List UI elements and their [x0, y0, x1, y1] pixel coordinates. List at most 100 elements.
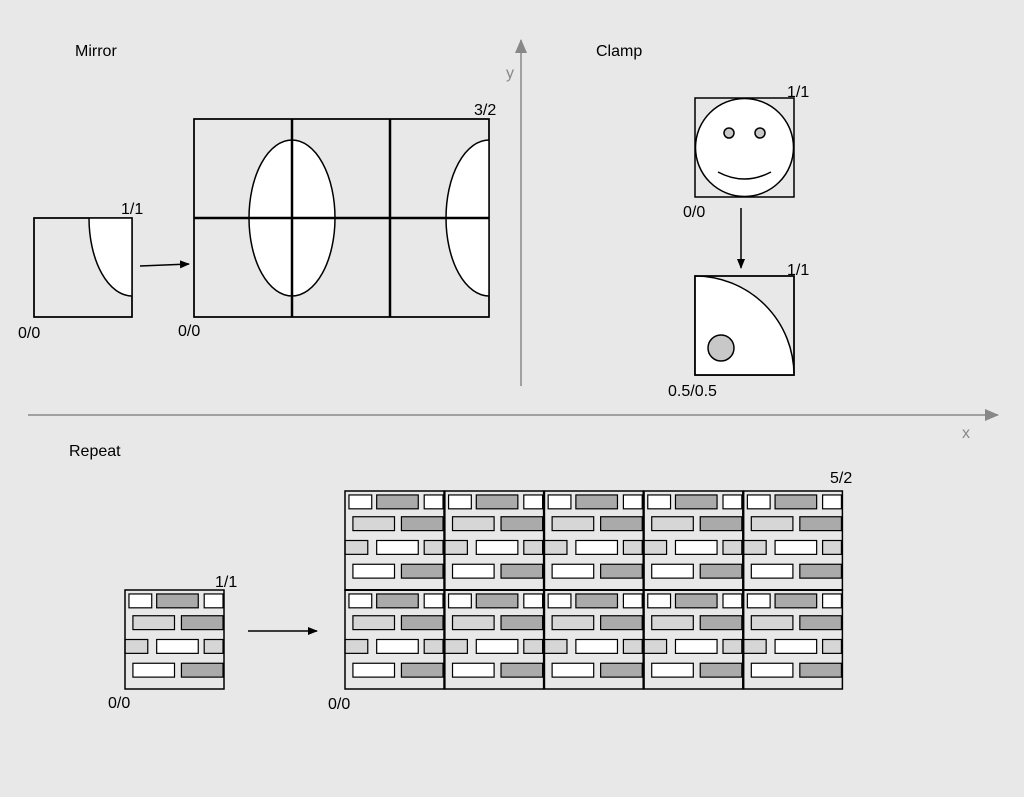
brick — [774, 593, 818, 609]
brick — [674, 494, 718, 510]
brick — [699, 662, 743, 678]
brick — [543, 638, 568, 654]
brick — [128, 593, 153, 609]
brick — [352, 563, 396, 579]
brick-tile — [643, 589, 744, 690]
brick — [500, 516, 544, 532]
brick — [376, 638, 419, 654]
mirror-source-tile — [33, 217, 133, 318]
brick-tile — [543, 589, 644, 690]
brick — [699, 516, 743, 532]
brick — [475, 593, 519, 609]
clamp-result-dot — [707, 334, 735, 362]
brick — [447, 593, 472, 609]
repeat-result-corner: 5/2 — [830, 470, 852, 487]
mirror-source-corner: 1/1 — [121, 201, 143, 218]
clamp-source-corner: 1/1 — [787, 84, 809, 101]
brick — [376, 593, 419, 609]
brick — [547, 494, 572, 510]
mirror-source-origin: 0/0 — [18, 325, 40, 342]
brick — [180, 662, 224, 678]
brick — [647, 494, 672, 510]
brick — [203, 593, 224, 609]
brick — [551, 516, 595, 532]
brick — [352, 516, 396, 532]
smiley-right-eye — [754, 127, 766, 139]
brick-tile — [344, 589, 445, 690]
brick — [344, 539, 369, 555]
brick — [799, 563, 843, 579]
brick — [799, 662, 843, 678]
brick — [344, 638, 369, 654]
brick-tile — [742, 490, 844, 591]
mirror-result-origin: 0/0 — [178, 323, 200, 340]
brick — [348, 593, 373, 609]
mirror-title: Mirror — [75, 43, 117, 60]
brick — [622, 539, 643, 555]
brick-tile — [443, 589, 545, 690]
mirror-arrow — [139, 260, 190, 269]
brick — [551, 662, 595, 678]
brick — [600, 615, 643, 631]
brick — [575, 494, 619, 510]
smiley-left-eye — [723, 127, 735, 139]
brick — [451, 615, 495, 631]
brick — [500, 615, 544, 631]
brick — [348, 494, 373, 510]
brick — [352, 615, 396, 631]
brick — [622, 494, 643, 510]
brick — [799, 516, 843, 532]
brick — [799, 615, 843, 631]
brick — [647, 593, 672, 609]
brick — [750, 516, 794, 532]
brick — [750, 563, 794, 579]
brick — [451, 563, 495, 579]
brick — [132, 615, 176, 631]
repeat-result-origin: 0/0 — [328, 696, 350, 713]
brick-tile — [124, 589, 225, 690]
brick — [447, 494, 472, 510]
brick — [352, 662, 396, 678]
brick — [551, 563, 595, 579]
clamp-title: Clamp — [596, 43, 642, 60]
brick — [444, 638, 468, 654]
brick — [400, 563, 444, 579]
brick — [475, 638, 519, 654]
brick — [651, 563, 694, 579]
brick — [523, 494, 544, 510]
brick — [180, 615, 224, 631]
brick — [156, 593, 199, 609]
mirror-section: 0/0 1/1 0/0 3/2 — [18, 102, 496, 342]
brick — [651, 615, 694, 631]
brick — [547, 593, 572, 609]
brick — [376, 539, 419, 555]
mirror-source-ellipse — [88, 218, 132, 297]
brick — [699, 615, 743, 631]
brick — [643, 539, 668, 555]
brick — [821, 593, 843, 609]
brick — [600, 516, 643, 532]
brick — [643, 638, 668, 654]
brick-tile — [443, 490, 545, 591]
brick — [423, 539, 444, 555]
brick — [475, 494, 519, 510]
brick — [722, 539, 743, 555]
brick — [722, 593, 743, 609]
brick — [774, 638, 818, 654]
brick — [575, 539, 619, 555]
repeat-source-origin: 0/0 — [108, 695, 130, 712]
brick — [750, 662, 794, 678]
brick — [821, 638, 843, 654]
clamp-section: 0/0 1/1 0.5/0.5 1/1 — [668, 84, 809, 400]
repeat-section: 0/0 1/1 0/0 5/2 — [108, 470, 852, 713]
brick — [622, 638, 643, 654]
brick — [722, 638, 743, 654]
y-axis-label: y — [506, 65, 514, 82]
brick — [674, 539, 718, 555]
brick — [651, 662, 694, 678]
clamp-source-tile — [694, 97, 795, 198]
brick — [124, 638, 149, 654]
axes: x y — [28, 39, 999, 442]
brick-tile — [543, 490, 644, 591]
